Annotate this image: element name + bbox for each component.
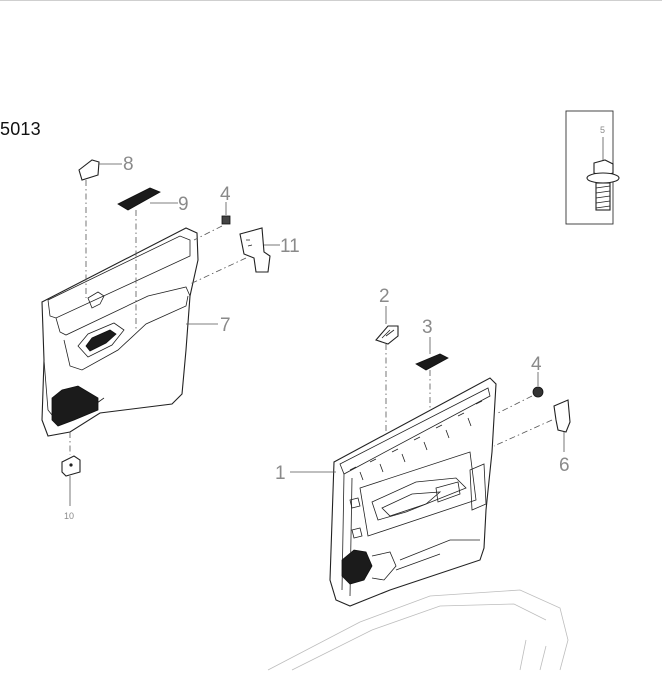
callout-10: 10: [64, 511, 74, 521]
top-border-line: [0, 0, 662, 1]
callout-6: 6: [559, 455, 570, 476]
callout-3: 3: [422, 317, 433, 338]
part-11-bracket: 11: [189, 227, 300, 285]
part-2-bracket: 2: [375, 286, 399, 432]
hex-flange-bolt-icon: [586, 137, 620, 211]
part-9-grille: 9: [117, 187, 189, 330]
callout-4-right: 4: [531, 354, 542, 375]
vehicle-floor-outline: [267, 589, 569, 671]
callout-8: 8: [123, 154, 134, 175]
part-10-plate: 10: [61, 432, 81, 521]
part-4-clip-left: 4: [193, 184, 231, 241]
part-3-grille: 3: [415, 317, 449, 410]
callout-5: 5: [600, 125, 605, 135]
callout-2: 2: [379, 286, 390, 307]
callout-1: 1: [275, 463, 286, 484]
callout-11: 11: [280, 236, 300, 257]
callout-4-left: 4: [220, 184, 231, 205]
part-8-cap: 8: [78, 154, 134, 298]
door-inner-panel-1: [329, 377, 497, 607]
diagram-code: 5013: [0, 119, 41, 139]
callout-7: 7: [220, 315, 231, 336]
part-6-bracket: 6: [493, 399, 571, 476]
bolt-detail-box: 5: [565, 110, 620, 225]
callout-9: 9: [178, 194, 189, 215]
door-trim-panel-7: [41, 227, 199, 437]
part-4-clip-right: 4: [495, 354, 544, 415]
